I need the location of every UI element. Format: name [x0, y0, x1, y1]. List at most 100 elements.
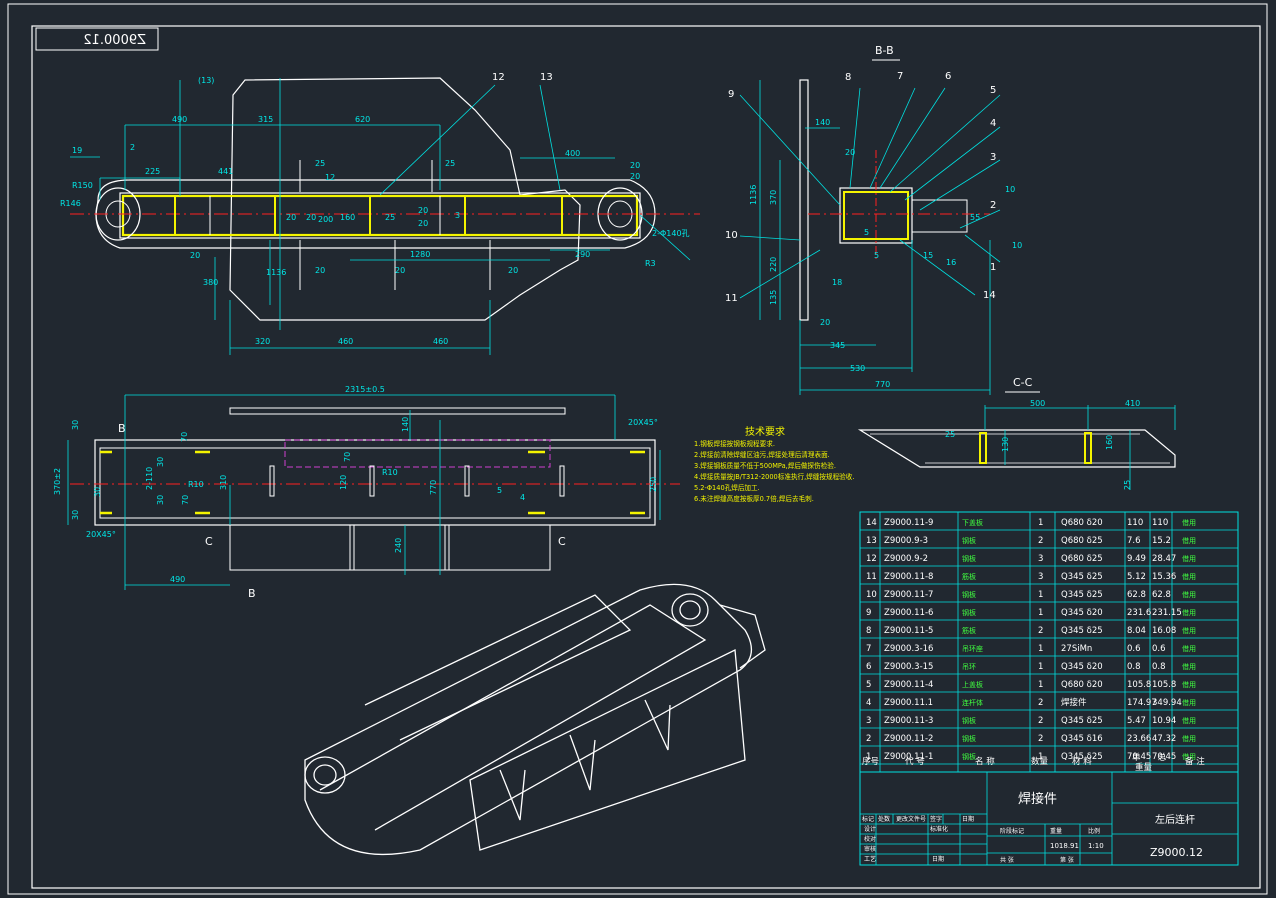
cell-qty: 2 — [1038, 536, 1043, 546]
callout-13: 13 — [540, 72, 553, 83]
tb-label: 第 张 — [1060, 856, 1074, 864]
dim-text: 10 — [1005, 185, 1015, 194]
cell-total: 0.8 — [1152, 662, 1166, 672]
dim-text: 20X45° — [86, 530, 116, 539]
title-block-center: 焊接件 — [1018, 791, 1057, 807]
cell-material: Q345 δ20 — [1061, 608, 1103, 618]
dim-text: 460 — [338, 337, 353, 346]
dim-text: 200 — [318, 215, 333, 224]
cell-no: 7 — [866, 644, 871, 654]
tb-label: 设计 — [864, 825, 876, 833]
cell-no: 9 — [866, 608, 871, 618]
side-view-bb: B-B — [739, 44, 1001, 395]
cell-unit: 23.66 — [1127, 734, 1151, 744]
front-view-dims: (13) 490 315 620 19 225 441 R150 R146 2 … — [60, 72, 690, 346]
header-no: 序号 — [862, 756, 879, 767]
tb-label: 更改文件号 — [896, 815, 926, 823]
tech-note-line: 1.钢板焊接按钢板规程要求. — [694, 439, 775, 448]
cell-note: 借用 — [1182, 518, 1196, 527]
cell-name: 钢板 — [962, 554, 976, 563]
dim-text: 2315±0.5 — [345, 385, 385, 394]
header-note: 备 注 — [1185, 756, 1205, 767]
cell-code: Z9000.11-7 — [884, 590, 933, 600]
cell-unit: 0.6 — [1127, 644, 1141, 654]
cell-total: 110 — [1152, 518, 1168, 528]
drawing-number-stamp-text: Z9000.12 — [83, 33, 146, 48]
cell-material: Q345 δ25 — [1061, 590, 1103, 600]
dim-text: 410 — [1125, 399, 1140, 408]
dim-text: 250 — [649, 477, 658, 492]
dim-text: 12 — [325, 173, 335, 182]
dim-text: 1136 — [749, 185, 758, 205]
dim-text: 25 — [445, 159, 455, 168]
tb-label: 工艺 — [864, 855, 876, 863]
header-code: 代 号 — [905, 756, 925, 767]
cell-note: 借用 — [1182, 680, 1196, 689]
cell-qty: 1 — [1038, 662, 1043, 672]
dim-text: 770 — [429, 480, 438, 495]
drawing-number-stamp: Z9000.12 — [35, 27, 159, 51]
inner-border — [31, 25, 1261, 889]
dim-text: R10 — [188, 480, 204, 489]
cell-note: 借用 — [1182, 734, 1196, 743]
cell-qty: 1 — [1038, 752, 1043, 762]
callout: 4 — [990, 118, 996, 129]
dim-text: (13) — [198, 76, 214, 85]
dim-text: 120 — [339, 475, 348, 490]
cell-total: 15.2 — [1152, 536, 1171, 546]
callout: 9 — [728, 89, 734, 100]
title-block-drawing-no: Z9000.12 — [1150, 846, 1203, 859]
cell-total: 231.15 — [1152, 608, 1182, 618]
cell-note: 借用 — [1182, 752, 1196, 761]
dim-text: 55 — [970, 213, 980, 222]
header-name: 名 称 — [975, 756, 995, 767]
cell-name: 下盖板 — [962, 518, 983, 527]
dim-text: 160 — [340, 213, 355, 222]
cell-unit: 62.8 — [1127, 590, 1146, 600]
cc-view: C-C 500 410 25 130 160 25 — [857, 376, 1176, 490]
cell-total: 15.36 — [1152, 572, 1176, 582]
cell-no: 2 — [866, 734, 871, 744]
dim-text: 20 — [820, 318, 830, 327]
callout: 6 — [945, 71, 951, 82]
cell-unit: 9.49 — [1127, 554, 1146, 564]
header-qty: 数量 — [1031, 756, 1049, 767]
cell-name: 连杆体 — [962, 698, 983, 707]
dim-text: 225 — [145, 167, 160, 176]
dim-text: 20X45° — [628, 418, 658, 427]
cell-total: 0.6 — [1152, 644, 1166, 654]
dim-text: 490 — [170, 575, 185, 584]
dim-text: 4 — [520, 493, 525, 502]
dim-text: 10 — [1012, 241, 1022, 250]
dim-text: 500 — [1030, 399, 1045, 408]
side-view-dims: 140 1136 370 220 135 20 345 530 770 20 1… — [749, 118, 1022, 389]
cell-note: 借用 — [1182, 590, 1196, 599]
section-c-right: C — [558, 535, 566, 548]
dim-text: 20 — [508, 266, 518, 275]
dim-text: 70 — [180, 432, 189, 442]
cell-name: 筋板 — [962, 626, 976, 635]
tb-label: 重量 — [1050, 827, 1062, 835]
cell-note: 借用 — [1182, 572, 1196, 581]
dim-text: 16 — [946, 258, 956, 267]
cell-material: Q680 δ20 — [1061, 680, 1103, 690]
dim-text: 20 — [630, 161, 640, 170]
dim-text: 1136 — [266, 268, 286, 277]
tech-notes-title: 技术要求 — [745, 425, 785, 438]
dim-text: 3 — [455, 211, 460, 220]
cell-qty: 1 — [1038, 518, 1043, 528]
cell-name: 钢板 — [962, 734, 976, 743]
cell-no: 11 — [866, 572, 877, 582]
dim-text: 460 — [433, 337, 448, 346]
cell-note: 借用 — [1182, 698, 1196, 707]
dim-text: 290 — [575, 250, 590, 259]
cell-code: Z9000.3-16 — [884, 644, 933, 654]
cell-code: Z9000.9-2 — [884, 554, 928, 564]
section-b-top: B — [118, 422, 126, 435]
